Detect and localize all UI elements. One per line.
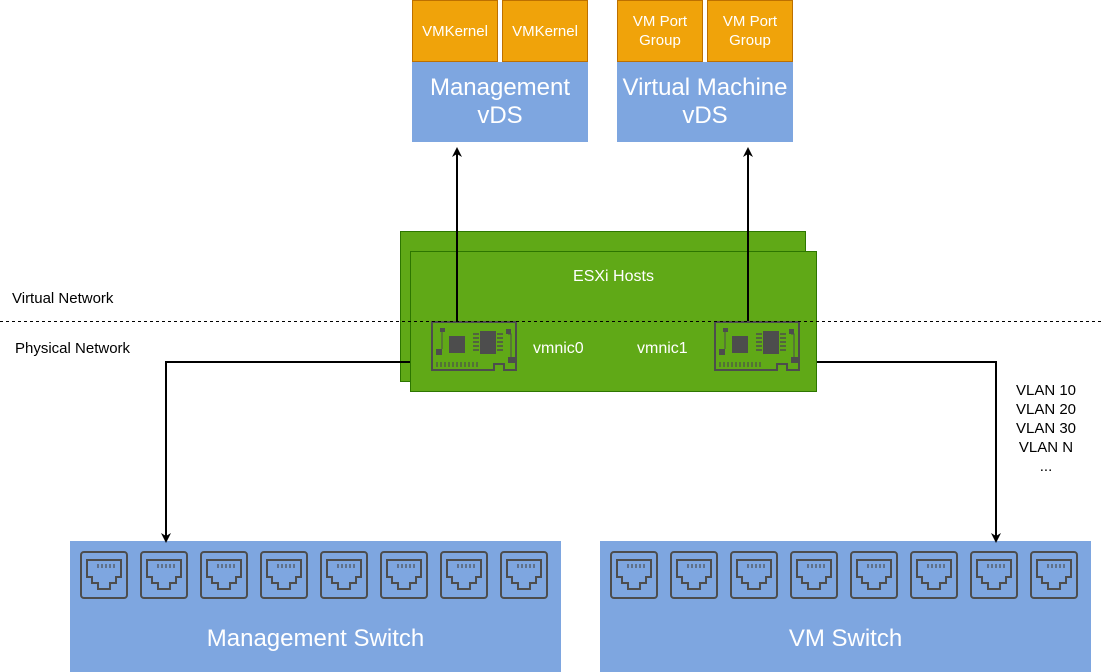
management-switch[interactable]: Management Switch bbox=[70, 541, 561, 672]
esxi-hosts-title: ESXi Hosts bbox=[573, 268, 654, 285]
ethernet-port-icon[interactable] bbox=[320, 551, 368, 599]
physical-network-label: Physical Network bbox=[15, 340, 131, 357]
vlan-list: VLAN 10 VLAN 20 VLAN 30 VLAN N ... bbox=[1005, 381, 1087, 476]
port-group-label: VM Port Group bbox=[632, 13, 688, 49]
virtual-network-label: Virtual Network bbox=[12, 290, 114, 307]
vlan-item: VLAN 20 bbox=[1015, 401, 1077, 418]
ethernet-port-icon[interactable] bbox=[790, 551, 838, 599]
ethernet-port-icon[interactable] bbox=[380, 551, 428, 599]
port-group-label: VMKernel bbox=[422, 22, 488, 40]
vm-port-group-1[interactable]: VM Port Group bbox=[617, 0, 703, 62]
host-to-vm-switch-link bbox=[817, 361, 1001, 543]
vm-switch[interactable]: VM Switch bbox=[600, 541, 1091, 672]
vmkernel-port-group-1[interactable]: VMKernel bbox=[412, 0, 498, 62]
ethernet-port-icon[interactable] bbox=[1030, 551, 1078, 599]
ethernet-port-icon[interactable] bbox=[910, 551, 958, 599]
vmkernel-port-group-2[interactable]: VMKernel bbox=[502, 0, 588, 62]
port-group-label: VMKernel bbox=[512, 22, 578, 40]
ethernet-port-icon[interactable] bbox=[610, 551, 658, 599]
vm-port-group-2[interactable]: VM Port Group bbox=[707, 0, 793, 62]
nic-card-icon-vmnic1 bbox=[714, 321, 800, 371]
vm-switch-title: VM Switch bbox=[788, 625, 903, 652]
management-vds-title: Management vDS bbox=[429, 74, 571, 129]
ethernet-port-icon[interactable] bbox=[200, 551, 248, 599]
nic-card-icon-vmnic0 bbox=[431, 321, 517, 371]
ethernet-port-icon[interactable] bbox=[140, 551, 188, 599]
host-to-management-switch-link bbox=[161, 361, 410, 543]
ethernet-port-icon[interactable] bbox=[500, 551, 548, 599]
management-vds[interactable]: Management vDS bbox=[412, 62, 588, 142]
ethernet-port-icon[interactable] bbox=[850, 551, 898, 599]
vm-vds-title: Virtual Machine vDS bbox=[622, 74, 788, 129]
port-group-label: VM Port Group bbox=[722, 13, 778, 49]
vm-vds[interactable]: Virtual Machine vDS bbox=[617, 62, 793, 142]
management-switch-title: Management Switch bbox=[206, 625, 425, 652]
vlan-item: VLAN 10 bbox=[1015, 382, 1077, 399]
vlan-item: ... bbox=[1039, 458, 1053, 475]
ethernet-port-icon[interactable] bbox=[670, 551, 718, 599]
ethernet-port-icon[interactable] bbox=[80, 551, 128, 599]
ethernet-port-icon[interactable] bbox=[730, 551, 778, 599]
vmnic1-label: vmnic1 bbox=[637, 340, 688, 357]
ethernet-port-icon[interactable] bbox=[970, 551, 1018, 599]
vmnic0-label: vmnic0 bbox=[533, 340, 584, 357]
vlan-item: VLAN N bbox=[1018, 439, 1074, 456]
vlan-item: VLAN 30 bbox=[1015, 420, 1077, 437]
ethernet-port-icon[interactable] bbox=[260, 551, 308, 599]
ethernet-port-icon[interactable] bbox=[440, 551, 488, 599]
